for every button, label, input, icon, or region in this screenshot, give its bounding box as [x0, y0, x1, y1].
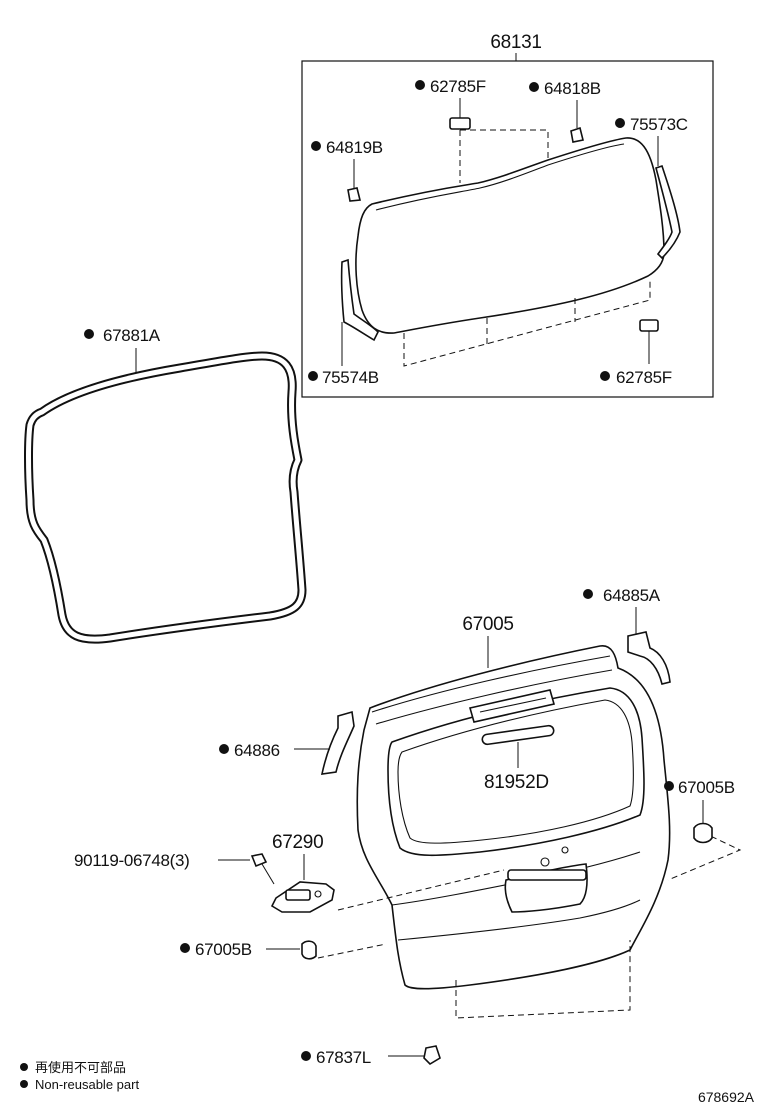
spacer-62785F-bottom	[639, 319, 659, 332]
cushion-67005B-right	[693, 822, 713, 844]
back-door-glass	[355, 137, 665, 334]
cover-64886	[320, 710, 355, 775]
hinge-group: 67290 90119-06748(3)	[74, 832, 335, 913]
callout-67290: 67290	[272, 832, 323, 853]
callout-67005B-right: 67005B	[678, 778, 735, 797]
legend-line-1: 再使用不可部品	[35, 1060, 126, 1075]
back-door-group: 64885A 67005 81952D	[317, 586, 742, 1019]
callout-81952D: 81952D	[484, 772, 549, 793]
callout-67881A: 67881A	[103, 326, 161, 345]
window-opening	[387, 687, 645, 857]
callout-64885A: 64885A	[603, 586, 661, 605]
legend: 再使用不可部品 Non-reusable part	[20, 1060, 139, 1092]
callout-68131: 68131	[490, 32, 541, 53]
callout-64818B: 64818B	[544, 79, 601, 98]
assembly-frame	[301, 60, 714, 398]
callout-67005B-left: 67005B	[195, 940, 252, 959]
bumper-67005B-right-group: 67005B	[664, 778, 735, 844]
cushion-67005B-left	[301, 940, 317, 960]
spacer-62785F-top	[449, 117, 471, 130]
bolt-90119	[250, 853, 268, 868]
callout-64819B: 64819B	[326, 138, 383, 157]
clip-67837L	[423, 1045, 441, 1066]
cover-64886-group: 64886	[219, 710, 355, 775]
callout-62785F-top: 62785F	[430, 77, 486, 96]
clip-67837L-group: 67837L	[301, 1045, 441, 1067]
callout-67837L: 67837L	[316, 1048, 371, 1067]
callout-75573C: 75573C	[630, 115, 688, 134]
callout-62785F-bottom: 62785F	[616, 368, 672, 387]
callout-64886: 64886	[234, 741, 280, 760]
cover-64885A	[627, 631, 671, 685]
molding-75574B	[340, 258, 379, 342]
glass-assembly-group: 68131 62785F 64818B 75573C 64819B	[301, 32, 714, 398]
legend-line-2: Non-reusable part	[35, 1077, 139, 1092]
figure-code: 678692A	[698, 1089, 755, 1105]
callout-90119: 90119-06748(3)	[74, 851, 190, 870]
clip-64819B	[347, 187, 362, 202]
stop-lamp	[468, 689, 556, 723]
callout-75574B: 75574B	[322, 368, 379, 387]
molding-75573C	[655, 164, 681, 260]
lamp-81952D	[481, 724, 555, 746]
callout-67005: 67005	[462, 614, 513, 635]
clip-64818B	[570, 126, 584, 143]
bumper-67005B-left-group: 67005B	[180, 940, 317, 960]
weatherstrip-group: 67881A	[24, 326, 307, 644]
